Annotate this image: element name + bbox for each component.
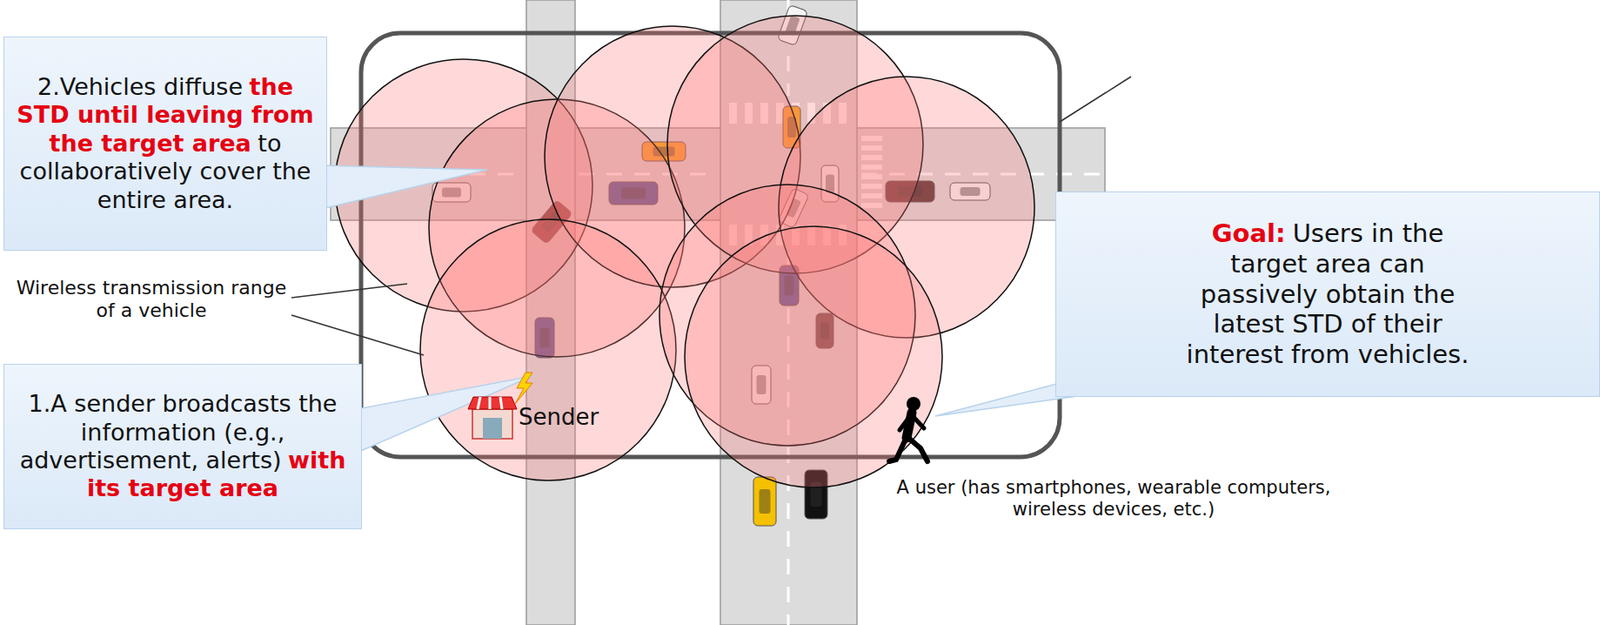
callout-box: 2.Vehicles diffusethe STD until leaving … [3,36,328,251]
callout-text: Goal:Users in the target area can passiv… [1171,218,1485,370]
user-label: A user (has smartphones, wearable comput… [887,476,1340,521]
callout-box: 1.A sender broadcasts the information (e… [3,363,362,529]
callout-text: Goal: [1211,218,1286,248]
roads [330,0,1105,625]
callout-text: 1.A sender broadcasts the information (e… [13,389,353,503]
callout-text: 2.Vehicles diffusethe STD until leaving … [13,73,318,215]
goal-callout-box: Goal:Users in the target area can passiv… [1055,191,1600,397]
leader-line [1059,76,1132,122]
leader-lines [291,283,424,355]
user-figure [889,396,928,462]
sender-label: Sender [518,403,632,431]
range-label: Wireless transmission range of a vehicle [12,276,291,323]
callout-pointers [321,165,1097,453]
callout-text: 2.Vehicles diffuse [37,73,243,101]
transmission-ranges [334,15,1035,488]
